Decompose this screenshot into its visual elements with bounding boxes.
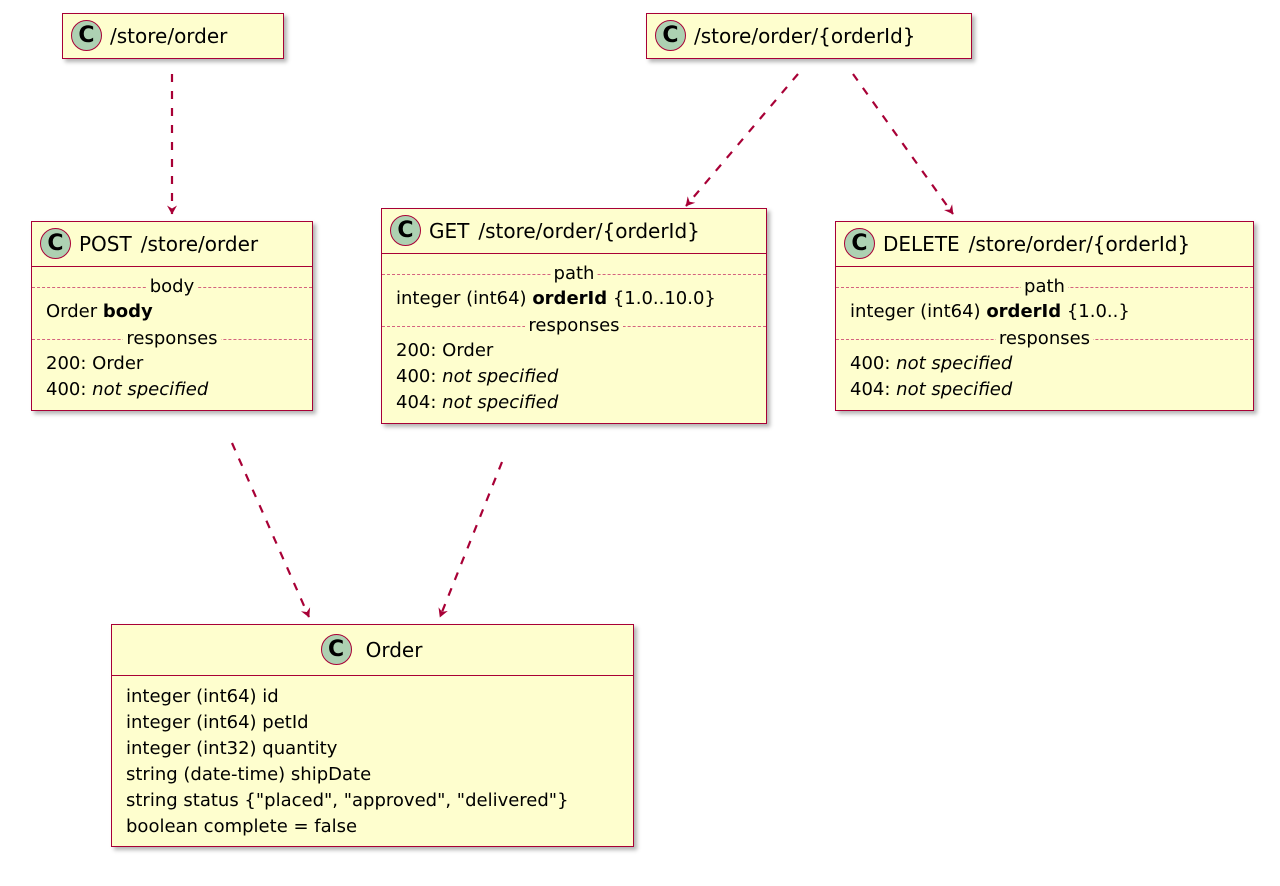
node-title: C GET /store/order/{orderId} — [382, 209, 766, 253]
edge-get-to-order — [438, 461, 504, 618]
node-body: path integer (int64) orderId {1.0..10.0}… — [382, 253, 766, 423]
node-body: body Order body responses 200: Order 400… — [32, 266, 312, 410]
attribute-row: integer (int64) id — [126, 686, 279, 707]
edge-post-to-order — [230, 442, 311, 618]
node-order-class[interactable]: C Order integer (int64) id integer (int6… — [111, 624, 634, 848]
node-title-label: /store/order/{orderId} — [478, 218, 700, 243]
response-row: 404: not specified — [836, 377, 1253, 403]
response-row: 400: not specified — [836, 351, 1253, 377]
response-code: 200: — [46, 352, 93, 374]
node-title: C /store/order/{orderId} — [647, 14, 971, 58]
node-title-label: /store/order/{orderId} — [694, 23, 916, 48]
response-value: not specified — [896, 378, 1013, 400]
node-post-store-order[interactable]: C POST /store/order body Order body resp… — [31, 221, 313, 411]
class-circle-icon: C — [320, 634, 352, 665]
response-value: not specified — [442, 391, 559, 413]
attr-range: {1.0..} — [1061, 301, 1130, 322]
attribute-row: integer (int64) petId — [126, 711, 309, 733]
response-row: 200: Order — [32, 351, 312, 377]
response-value: Order — [442, 339, 494, 361]
response-value: not specified — [92, 378, 209, 400]
attribute-row: string status {"placed", "approved", "de… — [126, 789, 569, 811]
attribute-row: boolean complete = false — [126, 815, 358, 837]
attribute-row: Order body — [32, 299, 312, 325]
attribute-row: integer (int64) orderId {1.0..} — [836, 299, 1253, 325]
response-row: 400: not specified — [32, 377, 312, 403]
node-title: C /store/order — [63, 14, 283, 58]
response-code: 404: — [850, 378, 897, 400]
class-circle-icon: C — [71, 20, 102, 51]
http-method-label: DELETE — [883, 231, 960, 256]
node-title-label: Order — [365, 637, 423, 662]
response-code: 200: — [396, 339, 443, 361]
node-title: C DELETE /store/order/{orderId} — [836, 222, 1253, 266]
response-row: 400: not specified — [382, 364, 766, 390]
node-title-label: /store/order — [110, 23, 228, 48]
attr-type: integer (int64) — [396, 288, 533, 309]
node-get-store-order-orderid[interactable]: C GET /store/order/{orderId} path intege… — [381, 208, 767, 424]
section-separator-path: path — [836, 276, 1253, 298]
response-row: 404: not specified — [382, 390, 766, 416]
node-body: integer (int64) id integer (int64) petId… — [112, 675, 633, 846]
node-title-label: /store/order/{orderId} — [968, 231, 1191, 256]
class-circle-icon: C — [844, 228, 875, 259]
edge-orderid-to-get — [685, 73, 799, 207]
section-separator-responses: responses — [32, 327, 312, 350]
section-separator-path: path — [382, 263, 766, 285]
node-title-label: /store/order — [140, 231, 259, 256]
response-code: 400: — [396, 365, 443, 387]
edge-orderid-to-delete — [852, 73, 954, 215]
section-separator-responses: responses — [836, 327, 1253, 350]
attr-type: Order — [46, 301, 98, 322]
response-value: Order — [92, 352, 144, 374]
response-code: 400: — [46, 378, 93, 400]
attribute-row: string (date-time) shipDate — [126, 763, 372, 785]
class-circle-icon: C — [655, 20, 686, 51]
http-method-label: POST — [79, 231, 132, 256]
attribute-row: integer (int32) quantity — [126, 737, 338, 759]
attr-name: body — [102, 301, 153, 322]
node-title: C POST /store/order — [32, 222, 312, 266]
attr-name: orderId — [532, 288, 608, 309]
response-value: not specified — [896, 352, 1013, 374]
response-code: 404: — [396, 391, 443, 413]
response-row: 200: Order — [382, 338, 766, 364]
attr-range: {1.0..10.0} — [607, 288, 716, 309]
response-code: 400: — [850, 352, 897, 374]
section-separator-responses: responses — [382, 314, 766, 337]
node-delete-store-order-orderid[interactable]: C DELETE /store/order/{orderId} path int… — [835, 221, 1254, 411]
response-value: not specified — [442, 365, 559, 387]
http-method-label: GET — [429, 218, 470, 243]
section-separator-body: body — [32, 276, 312, 298]
node-path-store-order-orderid[interactable]: C /store/order/{orderId} — [646, 13, 972, 59]
node-title: C Order — [112, 625, 633, 675]
node-path-store-order[interactable]: C /store/order — [62, 13, 284, 59]
node-body: path integer (int64) orderId {1.0..} res… — [836, 266, 1253, 410]
class-circle-icon: C — [390, 215, 421, 246]
attr-type: integer (int64) — [850, 301, 987, 322]
attr-name: orderId — [986, 301, 1062, 322]
class-circle-icon: C — [40, 228, 71, 259]
attribute-row: integer (int64) orderId {1.0..10.0} — [382, 286, 766, 312]
